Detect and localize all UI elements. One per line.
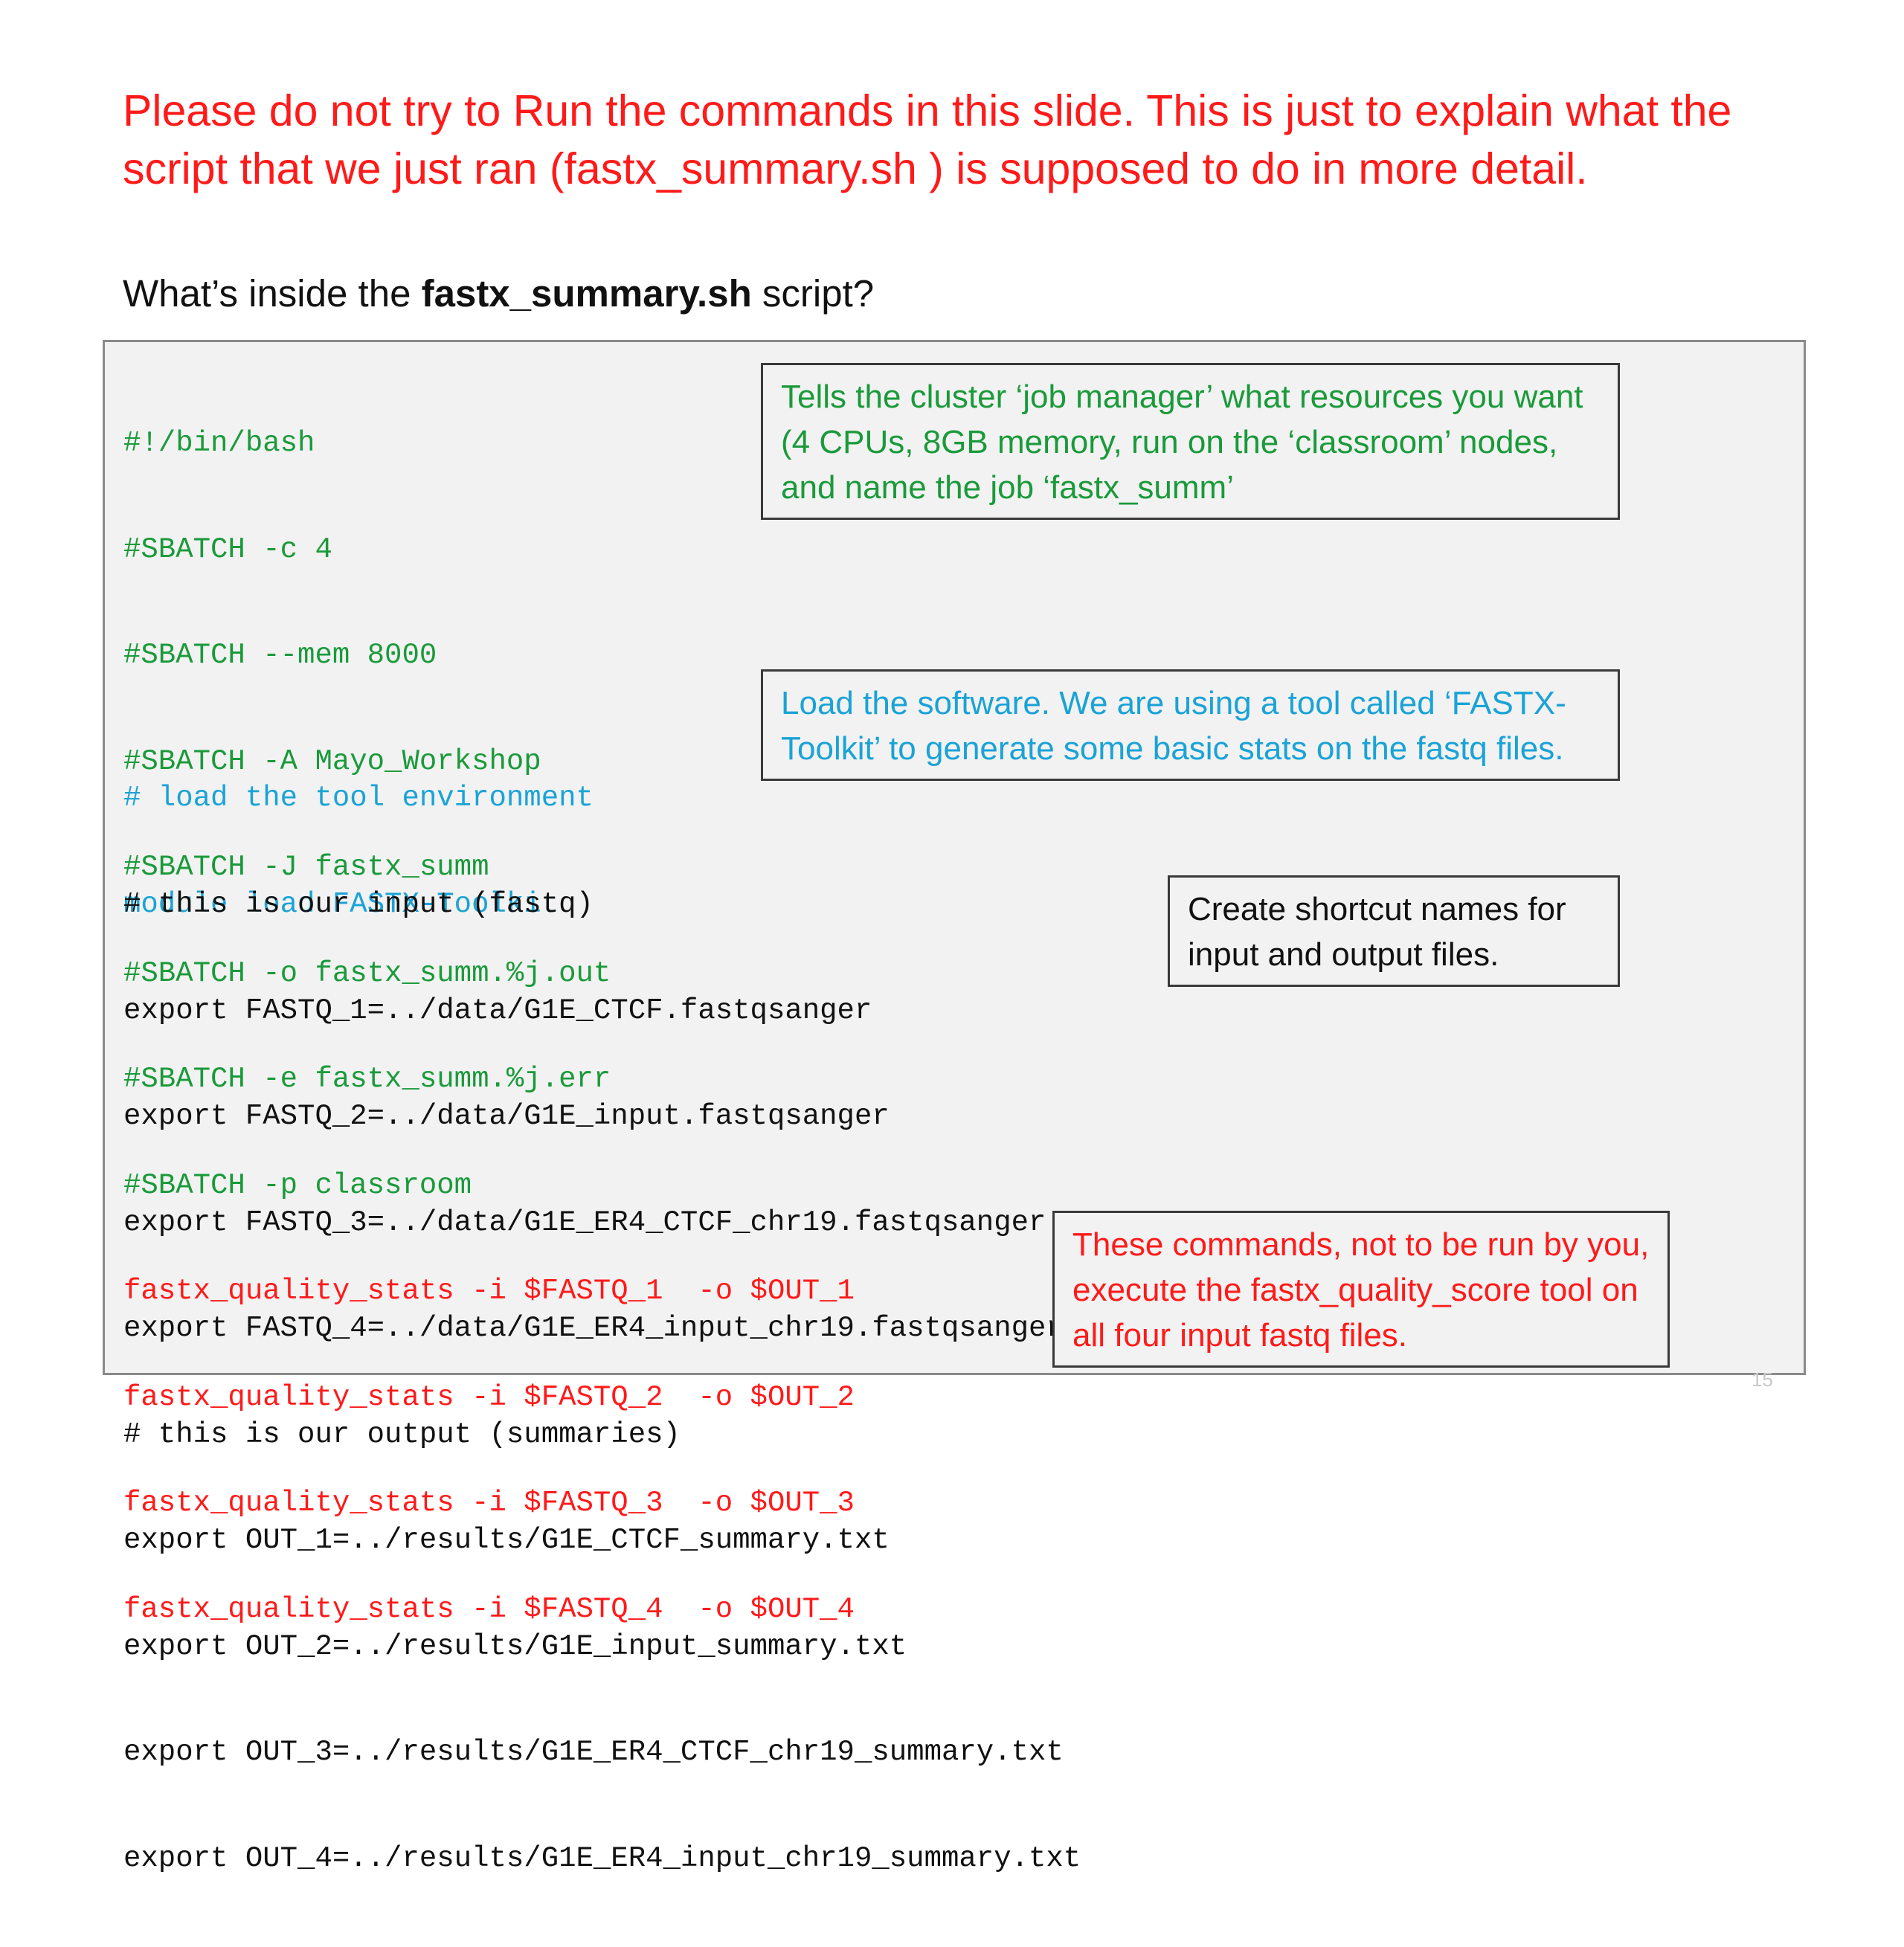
code-line: module load FASTX-Toolkit bbox=[123, 887, 559, 921]
module-block: # load the tool environment module load … bbox=[123, 710, 594, 993]
code-line: export FASTQ_1=../data/G1E_CTCF.fastqsan… bbox=[123, 994, 872, 1027]
code-line: #SBATCH -p classroom bbox=[123, 1168, 472, 1202]
heading-script-name: fastx_summary.sh bbox=[421, 272, 752, 315]
code-line: #SBATCH -c 4 bbox=[123, 532, 332, 566]
sbatch-block: #!/bin/bash #SBATCH -c 4 #SBATCH --mem 8… bbox=[123, 355, 611, 1274]
code-line: export FASTQ_3=../data/G1E_ER4_CTCF_chr1… bbox=[123, 1206, 1046, 1239]
code-line: fastx_quality_stats -i $FASTQ_4 -o $OUT_… bbox=[123, 1592, 855, 1626]
warning-text: Please do not try to Run the commands in… bbox=[123, 86, 1732, 193]
note-software: Load the software. We are using a tool c… bbox=[761, 669, 1620, 781]
code-line: export OUT_4=../results/G1E_ER4_input_ch… bbox=[123, 1841, 1081, 1875]
code-line: fastx_quality_stats -i $FASTQ_2 -o $OUT_… bbox=[123, 1380, 855, 1414]
code-line: fastx_quality_stats -i $FASTQ_3 -o $OUT_… bbox=[123, 1487, 855, 1519]
heading-suffix: script? bbox=[751, 272, 875, 315]
slide-number: 15 bbox=[1752, 1368, 1773, 1391]
section-heading: What’s inside the fastx_summary.sh scrip… bbox=[123, 271, 874, 315]
note-shortcuts: Create shortcut names for input and outp… bbox=[1168, 875, 1620, 987]
code-line: # load the tool environment bbox=[123, 782, 594, 814]
code-line: fastx_quality_stats -i $FASTQ_1 -o $OUT_… bbox=[123, 1275, 855, 1307]
code-line: # this is our input (fastq) bbox=[123, 888, 594, 921]
code-line: #SBATCH -A Mayo_Workshop bbox=[123, 744, 541, 778]
code-line: #SBATCH -e fastx_summ.%j.err bbox=[123, 1063, 611, 1095]
code-line: export FASTQ_4=../data/G1E_ER4_input_chr… bbox=[123, 1312, 1064, 1345]
heading-prefix: What’s inside the bbox=[123, 272, 422, 315]
command-block: fastx_quality_stats -i $FASTQ_1 -o $OUT_… bbox=[123, 1203, 855, 1698]
note-resources: Tells the cluster ‘job manager’ what res… bbox=[761, 363, 1620, 520]
code-line: #SBATCH --mem 8000 bbox=[123, 639, 437, 672]
note-commands: These commands, not to be run by you, ex… bbox=[1052, 1211, 1670, 1368]
code-line: #SBATCH -o fastx_summ.%j.out bbox=[123, 956, 611, 990]
code-line: export OUT_3=../results/G1E_ER4_CTCF_chr… bbox=[123, 1736, 1064, 1769]
code-line: #!/bin/bash bbox=[123, 427, 315, 460]
code-line: #SBATCH -J fastx_summ bbox=[123, 851, 489, 884]
code-line: export FASTQ_2=../data/G1E_input.fastqsa… bbox=[123, 1100, 890, 1133]
